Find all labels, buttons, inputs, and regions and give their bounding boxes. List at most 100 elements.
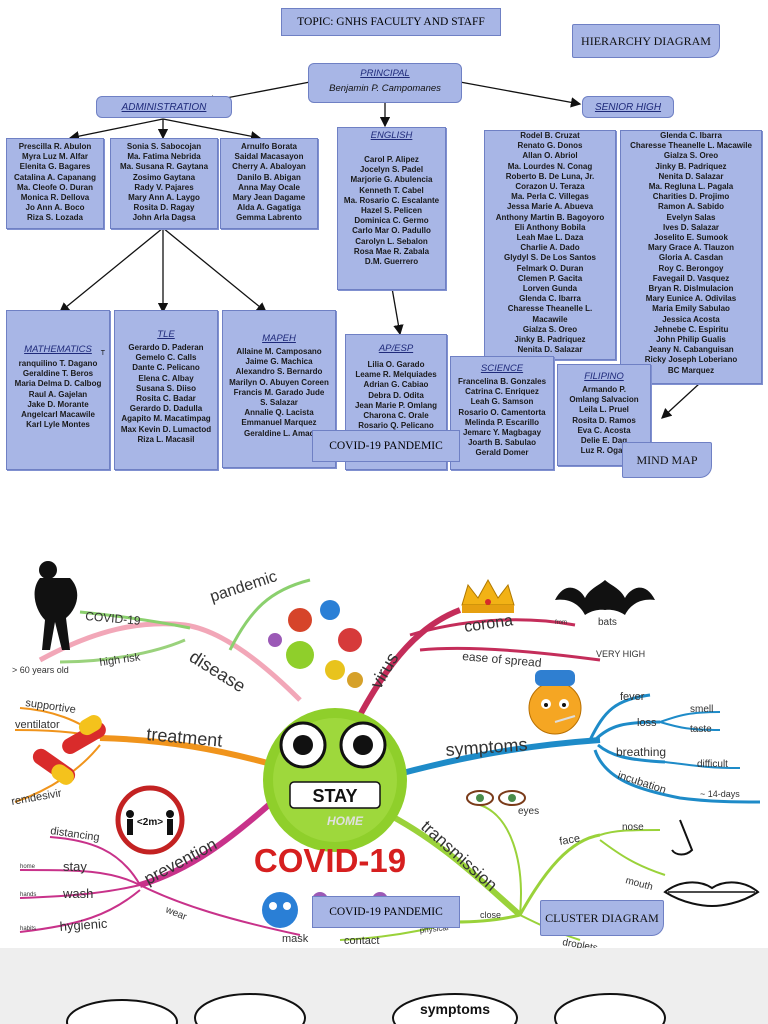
staff-name: Emmanuel Marquez xyxy=(241,418,317,428)
staff-name: Delie E. Dag xyxy=(580,436,628,446)
staff-name: Geraldine T. Beros xyxy=(22,369,94,379)
branch-disease xyxy=(38,621,302,702)
staff-name: Joarth B. Sabulao xyxy=(467,438,536,448)
staff-name: Gemelo C. Calls xyxy=(135,353,197,363)
branch-symptoms xyxy=(394,737,601,778)
staff-name: Ma. Regluna L. Pagala xyxy=(648,182,734,192)
staff-name: Ma. Lourdes N. Conag xyxy=(507,161,593,171)
principal-name: Benjamin P. Campomanes xyxy=(329,83,441,94)
mathematics-mark: T xyxy=(100,350,105,357)
staff-name: Gerardo D. Paderan xyxy=(128,343,204,352)
staff-name: Allan O. Abriol xyxy=(522,151,578,161)
branch-highrisk xyxy=(59,638,186,664)
staff-name: Cherry A. Abaloyan xyxy=(232,162,306,172)
mind-map-canvas: <2m> STAY HOME COVID-19 disease xyxy=(10,561,761,950)
mind-map: <2m> STAY HOME COVID-19 disease xyxy=(0,540,768,950)
center-home: HOME xyxy=(327,814,364,828)
staff-name: Gialza S. Oreo xyxy=(522,324,578,334)
staff-name: Omlang Salvacion xyxy=(569,395,639,405)
staff-name: Joselito E. Sumook xyxy=(654,233,728,243)
staff-name: Karl Lyle Montes xyxy=(26,420,90,430)
staff-name: Rosita D. Ramos xyxy=(572,415,636,425)
cluster-diagram-label: CLUSTER DIAGRAM xyxy=(540,900,664,936)
label-fever: fever xyxy=(620,691,645,703)
branch-pandemic xyxy=(228,578,311,651)
label-high-risk: high risk xyxy=(99,651,142,669)
staff-name: Luz R. Ogab xyxy=(580,446,628,456)
virus-cluster-icon xyxy=(268,600,363,688)
staff-name: Jessa Marie A. Abueva xyxy=(506,202,594,212)
label-nose: nose xyxy=(622,822,644,833)
principal-title: PRINCIPAL xyxy=(360,68,410,79)
branch-treatment xyxy=(99,735,276,768)
cluster-diagram-text: CLUSTER DIAGRAM xyxy=(545,910,659,925)
center-covid-title: COVID-19 xyxy=(254,842,406,879)
staff-name: Gerald Domer xyxy=(475,448,529,458)
staff-name: Roberto B. De Luna, Jr. xyxy=(505,171,595,181)
staff-name: Sonia S. Sabocojan xyxy=(126,142,202,151)
staff-name: John Arla Dagsa xyxy=(132,213,196,223)
label-wear: wear xyxy=(163,904,189,923)
staff-name: Catalina A. Capanang xyxy=(14,172,96,182)
staff-name: Charesse Theanelle L. Macawile xyxy=(630,141,752,151)
label-face: face xyxy=(558,833,581,848)
label-from: from xyxy=(555,620,567,626)
label-symptoms: symptoms xyxy=(445,734,528,760)
label-remdesivir: remdesivir xyxy=(10,787,62,808)
staff-name: Jemarc Y. Magbagay xyxy=(462,428,542,438)
staff-name: Leah Mae L. Daza xyxy=(516,233,584,243)
staff-name: Charlie A. Dado xyxy=(520,243,580,253)
staff-name: Riza L. Macasil xyxy=(137,434,195,444)
branch-prevention xyxy=(139,792,283,888)
staff-name: Mary Grace A. Tlauzon xyxy=(648,243,734,253)
staff-name: Jean Marie P. Omlang xyxy=(354,400,438,410)
staff-name: Jocelyn S. Padel xyxy=(359,165,424,175)
staff-name: Gialza S. Oreo xyxy=(663,151,719,161)
staff-name: Nenita D. Salazar xyxy=(658,171,724,181)
staff-name: Debra D. Odita xyxy=(368,390,424,400)
mathematics-title-text: MATHEMATICS xyxy=(24,344,92,355)
label-mask: mask xyxy=(282,933,309,945)
staff-name: Jinky B. Padriquez xyxy=(655,161,727,171)
staff-name: Saidal Macasayon xyxy=(234,152,304,162)
staff-name: Rady V. Pajares xyxy=(134,182,194,192)
branch-virus xyxy=(357,607,462,717)
bubble-3 xyxy=(392,993,518,1024)
staff-name: Maria Delma D. Calbog xyxy=(14,379,102,389)
staff-name: D.M. Guerrero xyxy=(364,257,419,267)
staff-name: Roy C. Berongoy xyxy=(658,263,724,273)
branch-ease xyxy=(419,646,601,662)
staff-name: Ma. Perla C. Villegas xyxy=(511,192,589,202)
staff-name: Ma. Susana R. Gaytana xyxy=(119,162,209,172)
staff-name: Zosimo Gaytana xyxy=(132,172,196,182)
staff-name: Catrina C. Enriquez xyxy=(465,387,539,397)
staff-name: Carlo Mar O. Padullo xyxy=(352,226,431,236)
branch-difficult xyxy=(664,761,741,769)
hierarchy-diagram: TOPIC: GNHS FACULTY AND STAFF HIERARCHY … xyxy=(0,0,768,480)
label-physical: physical xyxy=(419,923,449,935)
staff-name: Alda A. Gagatiga xyxy=(237,203,301,213)
staff-name: Maria Emily Sabulao xyxy=(652,304,730,314)
label-disease: disease xyxy=(186,646,249,696)
principal-box: PRINCIPAL Benjamin P. Campomanes xyxy=(308,63,462,103)
staff-name: Ma. Cleofe O. Duran xyxy=(16,182,93,192)
branch-stay xyxy=(19,869,141,886)
staff-name: Raul A. Gajelan xyxy=(28,389,88,399)
label-wash: wash xyxy=(62,886,93,901)
staff-name: Eli Anthony Bobila xyxy=(514,222,586,232)
staff-name: Mary Ann A. Laygo xyxy=(128,193,200,203)
pills-icon xyxy=(32,715,106,785)
staff-name: Kenneth T. Cabel xyxy=(359,185,424,195)
lips-icon xyxy=(663,881,760,908)
staff-name: Leah G. Samson xyxy=(470,397,534,407)
staff-name: Prescilla R. Abulon xyxy=(18,142,92,151)
